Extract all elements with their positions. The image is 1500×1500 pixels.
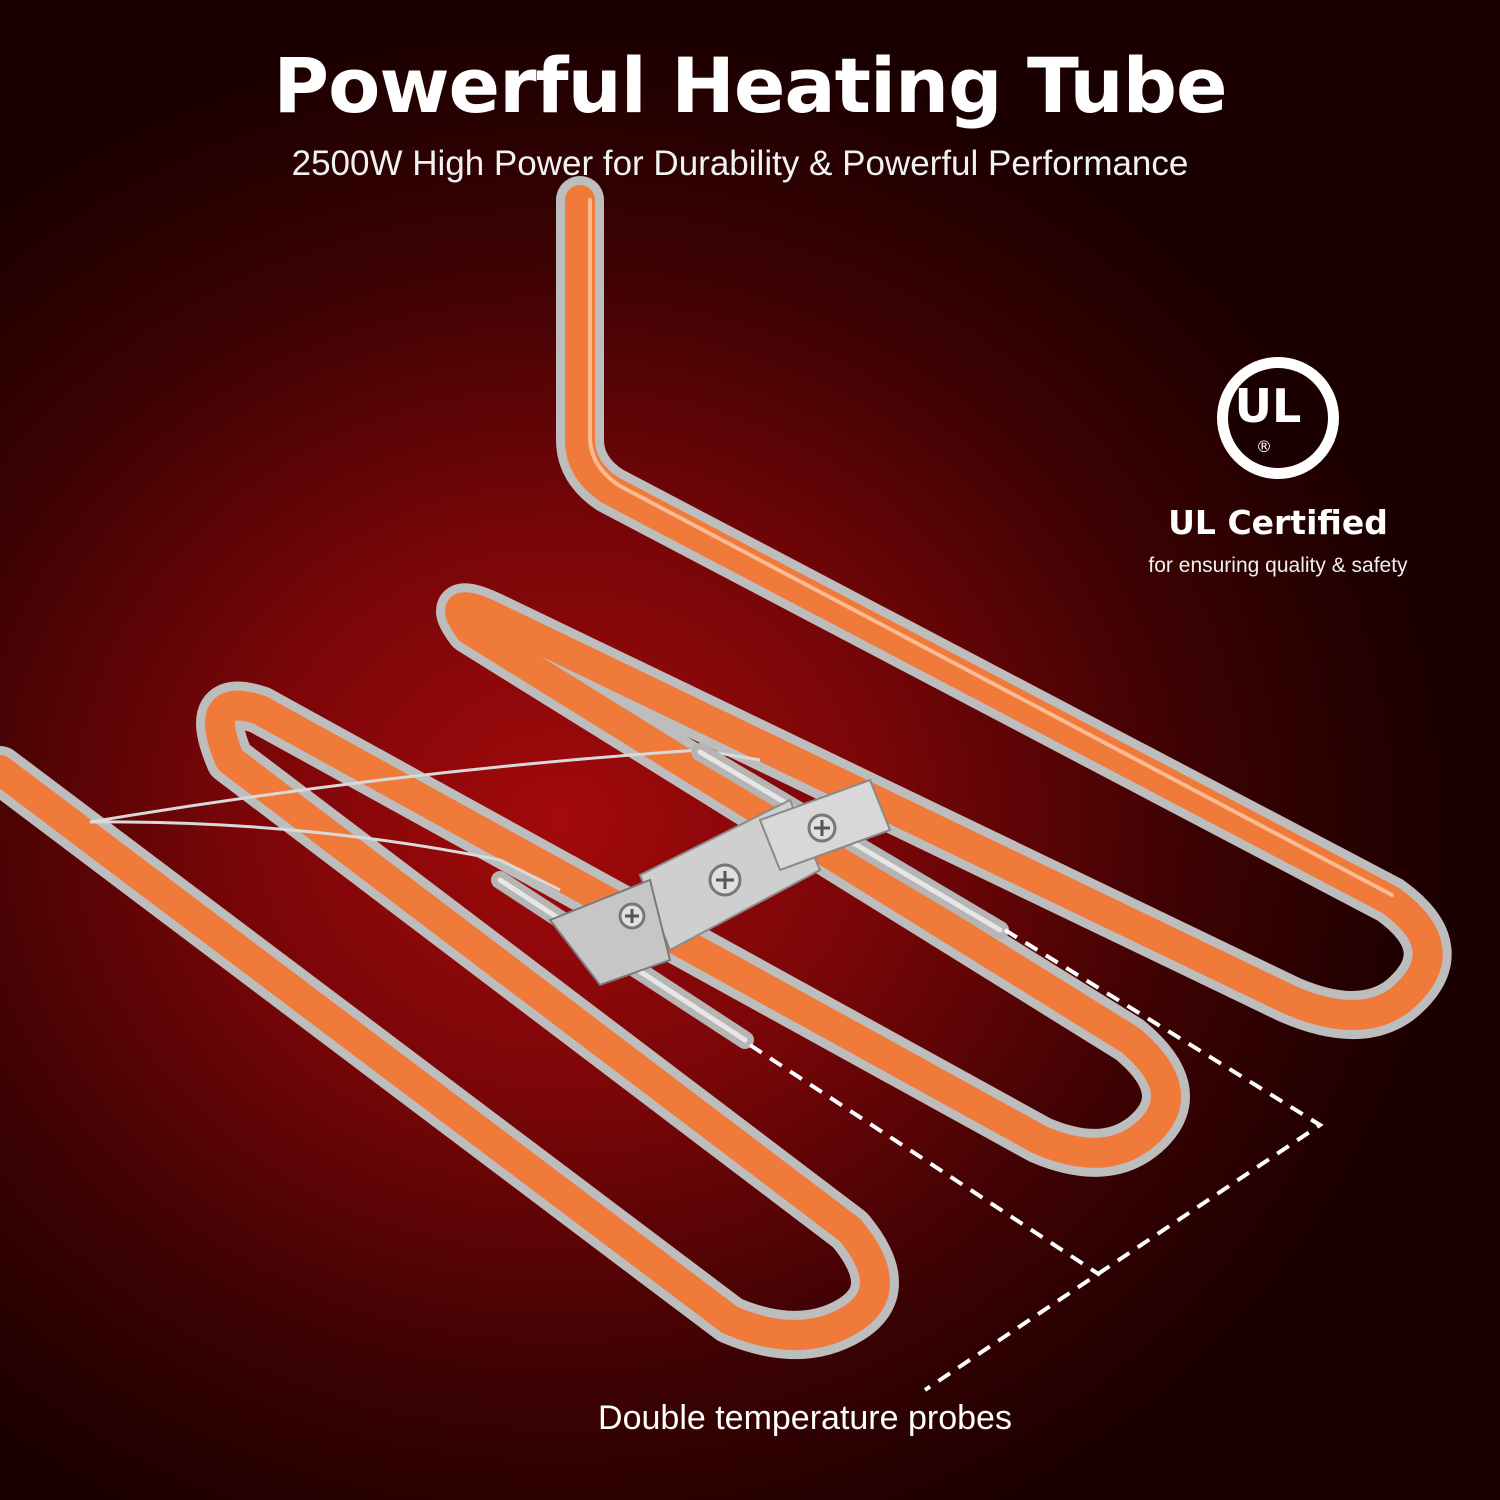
probe-wires: [89, 748, 761, 892]
certification-subtitle: for ensuring quality & safety: [1148, 554, 1408, 577]
registered-mark: ®: [1256, 437, 1272, 456]
certification-title: UL Certified: [1168, 503, 1388, 542]
page-subtitle: 2500W High Power for Durability & Powerf…: [291, 144, 1189, 183]
page-title: Powerful Heating Tube: [273, 41, 1227, 130]
probe-callout-label: Double temperature probes: [598, 1399, 1012, 1437]
tube-highlight: [588, 198, 1394, 897]
callout-lines: [748, 928, 1324, 1392]
ul-logo-letters: UL: [1235, 379, 1302, 433]
heating-tube: [0, 176, 1452, 1359]
tube-core: [0, 185, 1443, 1350]
mounting-bracket: [548, 778, 892, 987]
ul-logo-icon: UL ®: [1217, 357, 1339, 479]
